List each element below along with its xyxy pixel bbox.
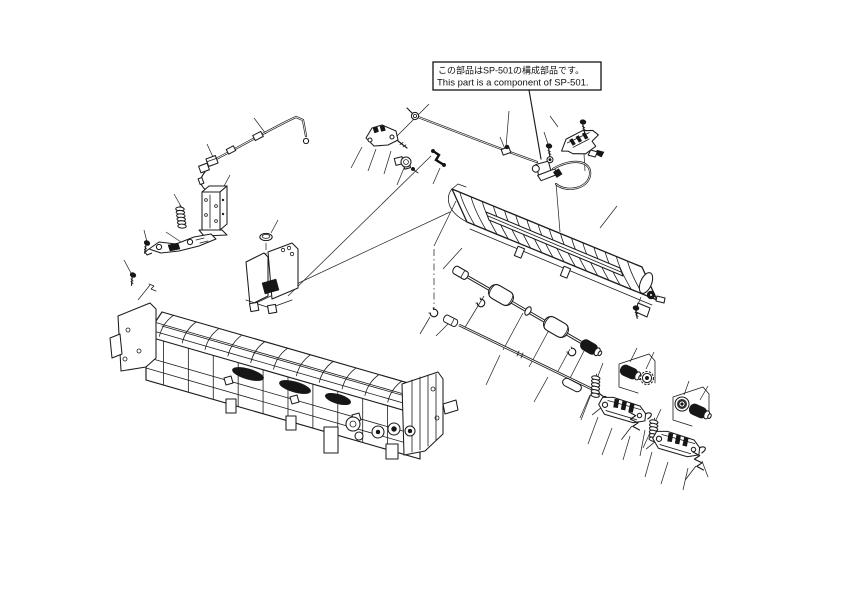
cable-connector [205,155,219,167]
rib-line [159,314,174,337]
latch-assembly [591,390,654,436]
rib-line [318,360,334,383]
harness-cable-assembly [197,115,310,192]
screw-icon [543,142,554,158]
drive-gear [674,396,690,412]
crank-wire [431,149,446,167]
foam-pickup-roller [485,281,517,309]
rib-line [250,341,266,364]
callout-box [432,61,602,91]
rib-line [364,374,380,396]
pointer-lines [123,103,709,491]
rib-line [341,367,357,390]
cable-terminal [302,137,310,145]
main-chassis-frame [109,302,459,460]
callout-text-en: This part is a component of SP-501. [437,78,589,89]
pickup-latch-cluster-2 [645,386,714,482]
paper-sensor [531,156,563,182]
ribbed-paper-guide-cover [447,183,666,318]
bushing-ring [400,156,412,168]
paper-sensor-assembly [393,107,592,190]
upper-feed-roller-shaft [450,264,605,360]
screw-icon [125,271,138,287]
cap-and-bracket [245,232,299,315]
rib-line [204,328,220,350]
rib-line [470,196,487,231]
solenoid [198,185,228,237]
rib-line [227,334,243,357]
callout-text-ja: この部品はSP-501の構成部品です。 [438,65,584,76]
rib-line [181,321,197,344]
sensor-holder-bracket [561,129,605,158]
rib-line [459,191,476,226]
drive-gear [639,370,655,386]
callout: この部品はSP-501の構成部品です。 This part is a compo… [432,61,602,160]
lift-arm-assembly [144,233,217,256]
callout-leader-line [528,89,542,160]
rib-line [296,354,311,377]
ground-ring-terminal [410,111,420,121]
e-ring-clip [565,345,578,358]
rib-line [387,380,403,403]
rib-line [273,347,288,370]
pickup-latch-cluster-1 [587,353,656,442]
tension-spring-left [174,204,188,229]
e-ring-clip [427,306,440,319]
lower-roller-shaft [427,306,608,401]
retainer-clip [148,283,157,292]
release-lever [365,124,447,168]
